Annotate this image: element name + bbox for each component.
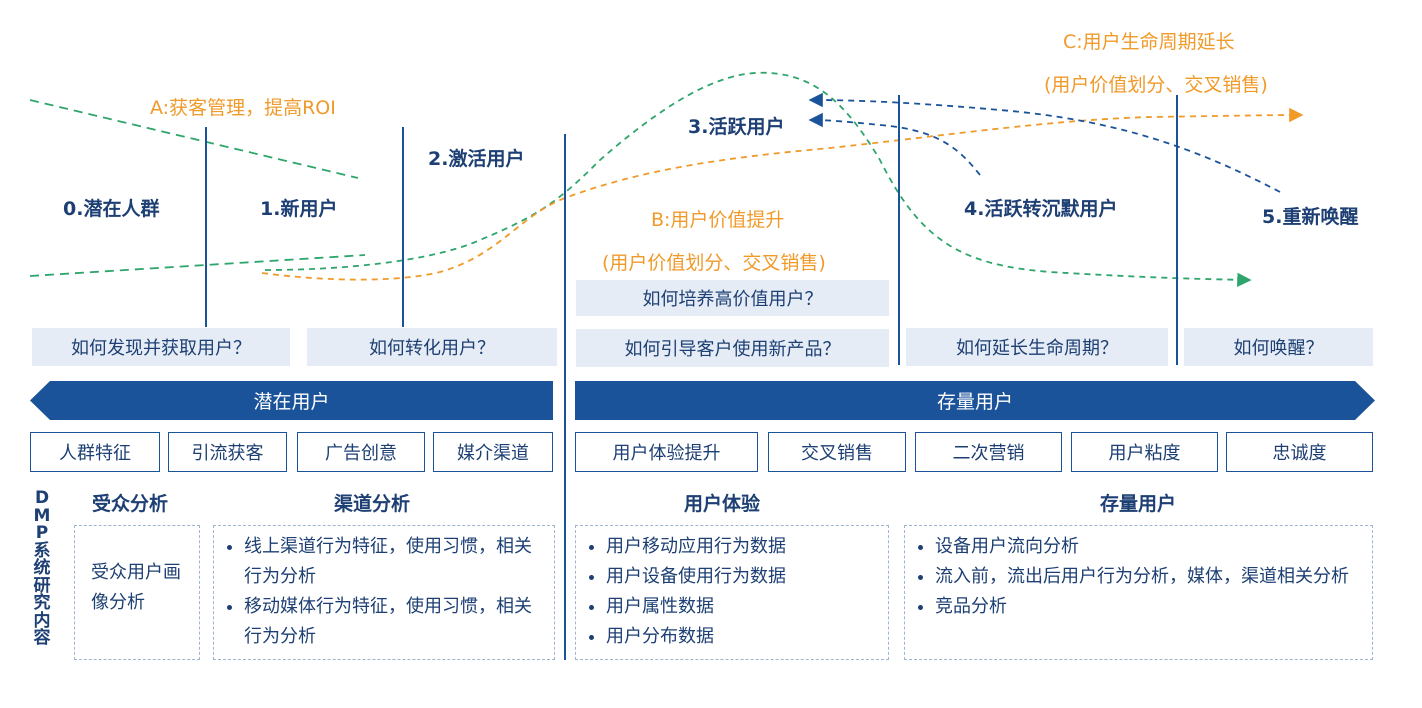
stage-5: 5.重新唤醒	[1262, 206, 1359, 228]
channel-analysis-box: 线上渠道行为特征，使用习惯，相关行为分析 移动媒体行为特征，使用习惯，相关行为分…	[213, 525, 555, 660]
banner-potential-users: 潜在用户	[30, 381, 553, 420]
list-item: 用户设备使用行为数据	[606, 562, 888, 592]
divider-line	[402, 127, 404, 327]
orange-value-curve	[261, 107, 1304, 281]
list-item: 流入前，流出后用户行为分析，媒体，渠道相关分析	[935, 562, 1362, 592]
divider-line	[205, 127, 207, 327]
question-box: 如何发现并获取用户？	[32, 328, 290, 366]
list-item: 受众用户画像分析	[91, 562, 181, 613]
side-label: DMP系统研究内容	[33, 488, 51, 648]
stage-3: 3.活跃用户	[688, 116, 785, 138]
list-item: 用户移动应用行为数据	[606, 532, 888, 562]
existing-users-box: 设备用户流向分析 流入前，流出后用户行为分析，媒体，渠道相关分析 竞品分析	[904, 525, 1373, 660]
blue-return-arrow-4	[808, 112, 981, 176]
stage-0: 0.潜在人群	[63, 198, 160, 220]
list-item: 用户属性数据	[606, 592, 888, 622]
question-box: 如何转化用户？	[307, 328, 557, 366]
section-title: 存量用户	[1100, 493, 1177, 515]
goal-c-sub: (用户价值划分、交叉销售)	[1044, 74, 1268, 96]
stage-2: 2.激活用户	[428, 148, 525, 170]
tag-stickiness: 用户粘度	[1071, 432, 1218, 472]
goal-b: B:用户价值提升	[651, 209, 785, 231]
tag-cross-sell: 交叉销售	[768, 432, 906, 472]
divider-line	[898, 95, 900, 365]
tag-traffic-acquisition: 引流获客	[168, 432, 287, 472]
tag-loyalty: 忠诚度	[1226, 432, 1373, 472]
main-divider-line	[564, 134, 566, 660]
tag-ux-improvement: 用户体验提升	[575, 432, 758, 472]
stage-4: 4.活跃转沉默用户	[964, 198, 1118, 220]
green-decline-line	[29, 99, 359, 179]
section-title: 受众分析	[92, 493, 169, 515]
tag-media-channel: 媒介渠道	[433, 432, 553, 472]
tag-remarketing: 二次营销	[915, 432, 1062, 472]
section-title: 用户体验	[684, 493, 761, 515]
question-box: 如何唤醒？	[1184, 328, 1373, 366]
user-experience-box: 用户移动应用行为数据 用户设备使用行为数据 用户属性数据 用户分布数据	[575, 525, 889, 660]
audience-analysis-box: 受众用户画像分析	[74, 525, 200, 660]
list-item: 竞品分析	[935, 592, 1362, 622]
green-rise-line	[29, 254, 366, 277]
question-box: 如何培养高价值用户？	[576, 280, 889, 316]
stage-1: 1.新用户	[260, 198, 338, 220]
list-item: 移动媒体行为特征，使用习惯，相关行为分析	[244, 592, 542, 652]
section-title: 渠道分析	[334, 493, 411, 515]
tag-ad-creative: 广告创意	[297, 432, 425, 472]
goal-c: C:用户生命周期延长	[1063, 31, 1235, 53]
list-item: 线上渠道行为特征，使用习惯，相关行为分析	[244, 532, 542, 592]
list-item: 用户分布数据	[606, 622, 888, 652]
question-box: 如何引导客户使用新产品？	[576, 329, 889, 367]
question-box: 如何延长生命周期？	[906, 328, 1168, 366]
list-item: 设备用户流向分析	[935, 532, 1362, 562]
banner-existing-users: 存量用户	[575, 381, 1375, 420]
goal-a: A:获客管理，提高ROI	[150, 97, 336, 119]
blue-return-arrow-5	[808, 92, 1281, 193]
tag-crowd-features: 人群特征	[30, 432, 160, 472]
goal-b-sub: (用户价值划分、交叉销售)	[602, 252, 826, 274]
divider-line	[1176, 95, 1178, 365]
